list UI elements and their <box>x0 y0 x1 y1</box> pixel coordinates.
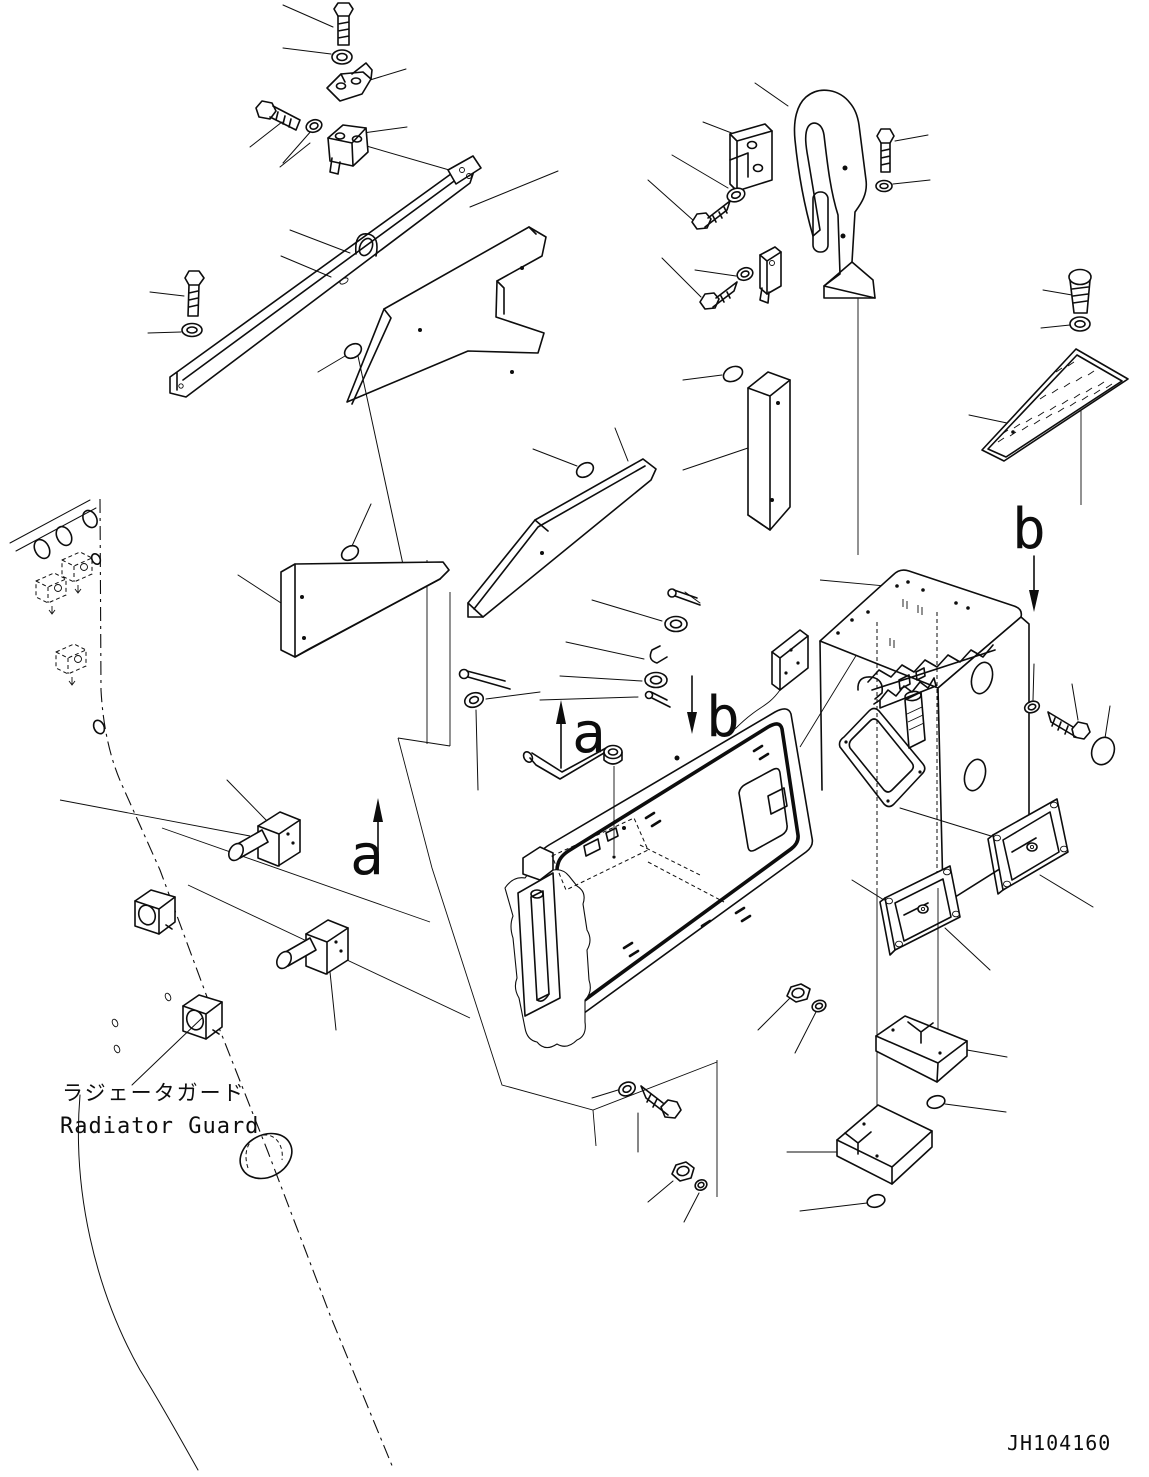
washer <box>875 179 893 193</box>
clip-cube-dashed <box>55 643 87 686</box>
washer <box>694 1179 708 1191</box>
hex-bolt <box>184 270 205 317</box>
washer <box>664 615 688 633</box>
latch-receptacle-block <box>134 889 176 935</box>
view-marker-b-label: b <box>706 685 740 750</box>
hex-bolt <box>333 2 354 46</box>
latch-pin-upper <box>226 779 301 867</box>
washer <box>331 49 353 65</box>
latch-pin-lower <box>275 919 349 1031</box>
cotter-pin <box>667 588 701 606</box>
hex-bolt <box>691 200 731 230</box>
top-bracket-assembly <box>249 2 471 177</box>
washer <box>305 118 323 134</box>
spacer-block-lower <box>786 1104 933 1185</box>
plug-oval <box>575 461 595 479</box>
support-plate <box>346 226 547 405</box>
door-hole <box>738 767 788 852</box>
part-name-english: Radiator Guard <box>60 1114 259 1139</box>
side-rail-assembly <box>147 142 559 398</box>
cover-frame-upper <box>899 798 1094 908</box>
clip-cube-dashed <box>35 572 67 615</box>
wedge-bracket-left <box>237 561 450 658</box>
door-latch-dashed <box>551 817 725 903</box>
spacer-block-upper <box>875 888 1008 1157</box>
view-marker-a-left: a <box>350 798 384 888</box>
cotter-pin <box>644 690 671 708</box>
part-name-japanese: ラジェータガード <box>62 1081 246 1105</box>
hex-bolt <box>255 100 301 131</box>
hex-bolt <box>876 128 895 173</box>
radiator-guard-outline <box>9 498 394 1471</box>
hook-latch <box>649 645 668 664</box>
washer <box>736 266 754 282</box>
leader-lines <box>59 579 951 1019</box>
plug-oval <box>317 342 408 584</box>
inner-panel <box>397 560 718 1197</box>
latch-mechanism <box>898 667 926 749</box>
washer <box>811 999 827 1013</box>
washer <box>618 1081 636 1097</box>
washer <box>726 187 746 203</box>
angle-bracket <box>326 62 373 102</box>
plug-oval <box>799 1193 886 1212</box>
hinge-arm-assembly <box>647 82 931 555</box>
round-head-bolt <box>1068 268 1092 314</box>
view-marker-a-label: a <box>572 701 606 766</box>
flange-bracket <box>729 123 773 192</box>
wedge-bracket-center <box>467 427 657 618</box>
washer <box>644 671 668 689</box>
door-opening-frame <box>838 707 926 808</box>
door-panel <box>458 668 814 1049</box>
view-marker-b-center: b <box>687 675 740 750</box>
upper-door-fasteners <box>539 588 809 730</box>
hex-nut <box>757 983 818 1054</box>
hinge-pin-bracket <box>759 246 782 304</box>
washer <box>181 322 203 338</box>
plug-oval <box>926 1094 1007 1113</box>
door-handle <box>522 744 623 859</box>
latch-receptacle-block <box>182 994 223 1040</box>
hinge-bracket <box>327 124 369 175</box>
plug-oval <box>340 503 372 562</box>
cotter-pin <box>458 668 511 690</box>
view-marker-a-label: a <box>350 823 384 888</box>
vertical-post <box>682 371 791 531</box>
view-marker-b-label: b <box>1012 497 1046 562</box>
plug-oval <box>1090 736 1116 766</box>
cover-frame-lower <box>851 865 991 971</box>
hex-bolt <box>1047 711 1091 740</box>
hinge-arm <box>793 89 876 299</box>
main-body <box>819 569 1116 901</box>
door-hinge <box>504 846 591 1049</box>
view-marker-b-right: b <box>1012 497 1046 612</box>
washer <box>1069 316 1091 332</box>
step-plate-assembly <box>968 268 1129 505</box>
washer <box>463 691 541 791</box>
rail-strip <box>169 155 482 398</box>
clip-cube-dashed <box>61 551 93 594</box>
hex-bolt <box>640 1085 682 1119</box>
hex-bolt <box>699 281 738 310</box>
lower-fasteners <box>591 1081 708 1223</box>
striker-pad <box>734 629 809 730</box>
drawing-number: JH104160 <box>1007 1431 1111 1455</box>
washer <box>1023 700 1041 714</box>
plug-oval <box>722 365 744 383</box>
view-marker-a-center: a <box>556 700 606 769</box>
serrated-step-plate <box>981 348 1129 462</box>
hex-nut <box>671 1161 695 1182</box>
